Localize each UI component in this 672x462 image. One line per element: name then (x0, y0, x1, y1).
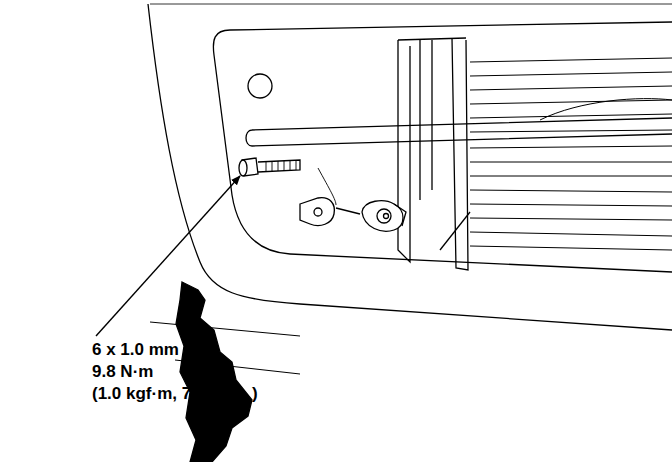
torque-value: 9.8 N·m (92, 362, 153, 382)
torque-value: ) (252, 384, 258, 404)
thread-size: 6 x 1.0 mm (92, 340, 179, 360)
torque-value: (1.0 kgf·m, 7.2 (92, 384, 205, 404)
